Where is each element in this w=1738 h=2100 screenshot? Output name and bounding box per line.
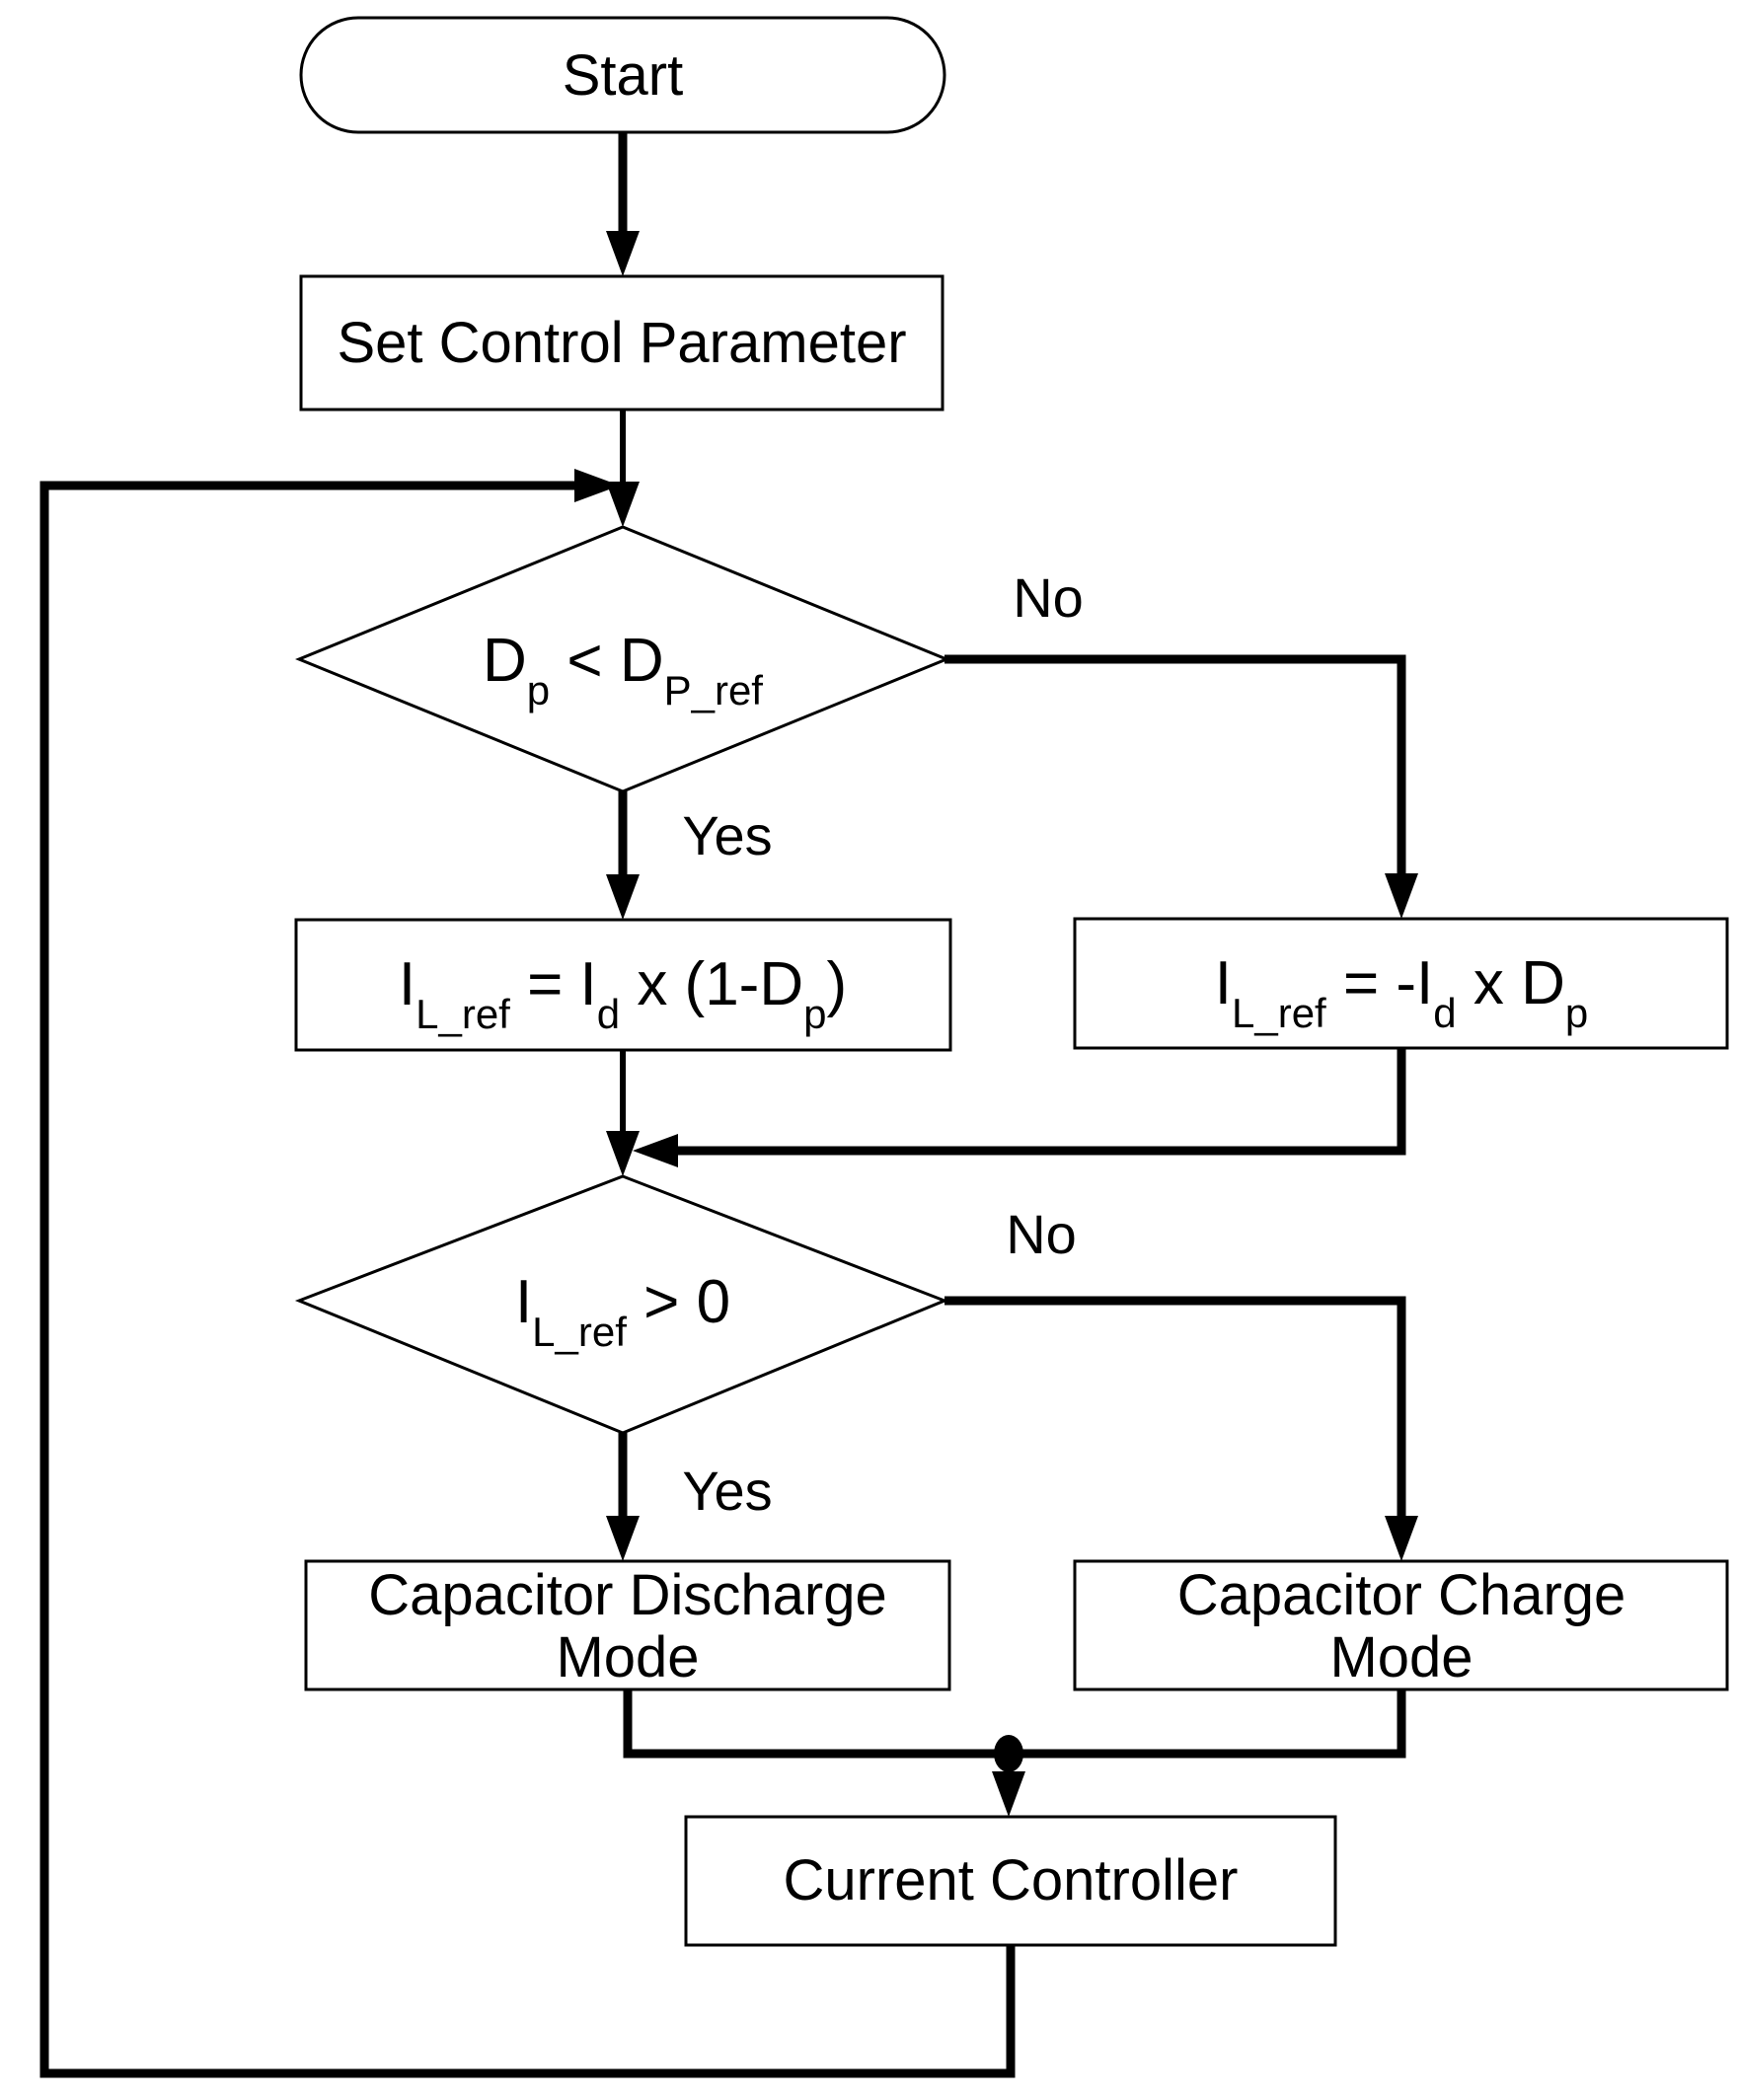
connector-loopback xyxy=(39,481,1016,2078)
arrowhead-into-calc-charge xyxy=(1385,873,1418,919)
capacitor-charge-mode-line1: Capacitor Charge xyxy=(1177,1563,1626,1627)
arrowhead-into-current-controller xyxy=(992,1771,1025,1817)
connector-decision1-no-branch xyxy=(945,654,1406,879)
capacitor-discharge-mode-line1: Capacitor Discharge xyxy=(368,1563,886,1627)
edge-label-yes1: Yes xyxy=(682,804,772,866)
arrowhead-merge-left xyxy=(633,1134,678,1167)
junction-dot xyxy=(994,1735,1023,1772)
calc-charge-box xyxy=(1073,917,1729,1050)
current-controller-box xyxy=(684,1815,1337,1947)
calc-charge-label: IL_ref = -Id x Dp xyxy=(1215,949,1588,1036)
decision-duty-cycle-label: Dp < DP_ref xyxy=(483,627,763,713)
set-control-parameter-label: Set Control Parameter xyxy=(337,311,906,375)
set-control-parameter-box xyxy=(299,274,945,412)
start-label: Start xyxy=(563,43,684,108)
calc-discharge-box xyxy=(294,918,952,1052)
connector-calc-charge-merge xyxy=(673,1048,1406,1156)
arrowhead-into-set-control xyxy=(606,231,640,276)
arrowhead-into-decision2 xyxy=(606,1131,640,1176)
connector-decision2-no-branch xyxy=(945,1296,1406,1522)
edge-label-no1: No xyxy=(1013,566,1084,629)
current-controller-label: Current Controller xyxy=(784,1848,1239,1912)
capacitor-charge-mode-line2: Mode xyxy=(1329,1625,1473,1689)
connector-charge-to-junction xyxy=(1009,1689,1406,1759)
decision-inductor-current-diamond xyxy=(294,1174,949,1435)
capacitor-discharge-mode-line2: Mode xyxy=(556,1625,699,1689)
arrowhead-into-calc-discharge xyxy=(606,874,640,920)
arrowhead-into-discharge-mode xyxy=(606,1516,640,1561)
calc-discharge-label: IL_ref = Id x (1-Dp) xyxy=(399,950,847,1037)
arrowhead-loopback-right xyxy=(574,469,620,502)
arrowhead-into-charge-mode xyxy=(1385,1516,1418,1561)
capacitor-charge-mode-box xyxy=(1073,1559,1729,1691)
edge-label-yes2: Yes xyxy=(682,1460,772,1522)
decision-inductor-current-label: IL_ref > 0 xyxy=(515,1268,730,1355)
connector-discharge-to-junction xyxy=(623,1689,1009,1759)
arrowhead-into-decision1 xyxy=(606,482,640,527)
edge-label-no2: No xyxy=(1006,1203,1077,1265)
